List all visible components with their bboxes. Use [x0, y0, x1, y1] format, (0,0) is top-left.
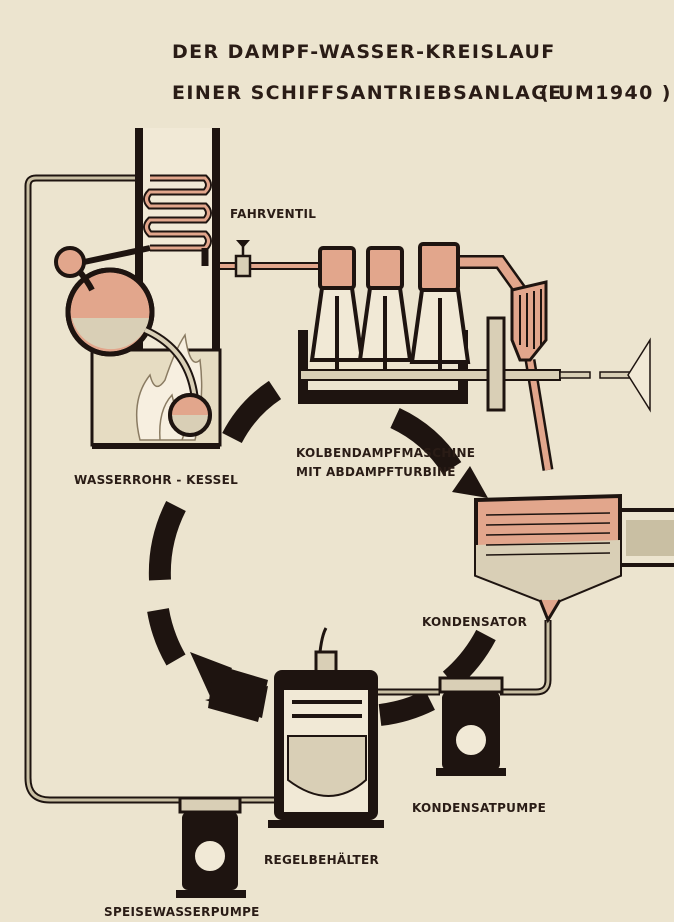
title-line-1: DER DAMPF-WASSER-KREISLAUF: [172, 41, 556, 63]
feed-pump-impeller-icon: [194, 840, 226, 872]
label-control-tank: REGELBEHÄLTER: [264, 852, 379, 867]
tank-vent: [316, 652, 336, 670]
exhaust-turbine: [512, 282, 546, 360]
label-engine-line-1: KOLBENDAMPFMASCHINE: [296, 446, 475, 460]
cylinder-2: [360, 248, 410, 370]
feed-pump-base: [176, 890, 246, 898]
steam-dome: [56, 248, 84, 276]
label-engine-line-2: MIT ABDAMPFTURBINE: [296, 465, 456, 479]
cylinder-3: [412, 244, 468, 372]
feed-pump-head: [180, 798, 240, 812]
shaft-segment-1: [560, 372, 590, 378]
label-fahrventil: FAHRVENTIL: [230, 207, 316, 221]
tank-water: [288, 736, 366, 796]
title-line-2: EINER SCHIFFSANTRIEBSANLAGE: [172, 82, 563, 104]
crankshaft: [300, 370, 560, 380]
label-condensate-pump: KONDENSATPUMPE: [412, 801, 546, 815]
label-boiler: WASSERROHR - KESSEL: [74, 473, 238, 487]
tank-foot: [268, 820, 384, 828]
condensate-pump-impeller-icon: [455, 724, 487, 756]
boiler-base: [92, 443, 220, 449]
valve-body: [236, 256, 250, 276]
cylinder-1: [312, 248, 362, 370]
label-condenser: KONDENSATOR: [422, 615, 527, 629]
title-year: ( UM1940 ): [540, 82, 672, 104]
condensate-pump: [436, 678, 506, 776]
engine-frame-left: [298, 330, 308, 400]
cooling-water-outlet: [626, 520, 674, 556]
condensate-pump-base: [436, 768, 506, 776]
feed-pump: [176, 798, 246, 898]
reduction-gear: [488, 318, 504, 410]
engine-bed: [298, 390, 468, 404]
condensate-pump-head: [440, 678, 502, 692]
label-feed-pump: SPEISEWASSERPUMPE: [104, 905, 260, 919]
